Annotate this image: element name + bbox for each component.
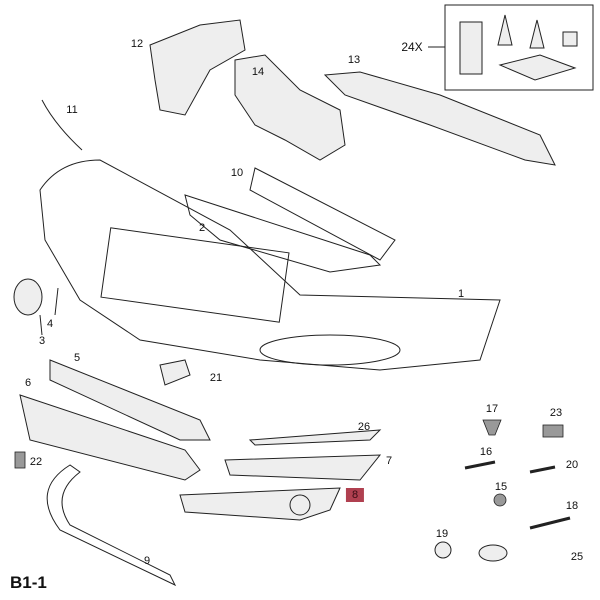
adhesive-bottle bbox=[459, 21, 483, 75]
callout-13: 13 bbox=[347, 54, 361, 66]
part-15-nut bbox=[493, 493, 507, 507]
callout-19: 19 bbox=[435, 528, 449, 540]
callout-6: 6 bbox=[24, 377, 32, 389]
part-21-bracket bbox=[159, 359, 191, 386]
part-9-spoiler bbox=[46, 464, 177, 587]
part-25-clip bbox=[478, 544, 508, 562]
callout-9: 9 bbox=[143, 555, 151, 567]
part-23-nut bbox=[542, 424, 564, 438]
callout-23: 23 bbox=[549, 407, 563, 419]
callout-11: 11 bbox=[66, 104, 78, 116]
callout-16: 16 bbox=[479, 446, 493, 458]
part-22-clip bbox=[14, 451, 26, 469]
callout-12: 12 bbox=[130, 38, 144, 50]
part-7-grille bbox=[224, 454, 382, 481]
part-19-screw bbox=[434, 541, 452, 559]
part-6-grille bbox=[19, 394, 201, 481]
part-13-beam bbox=[323, 71, 556, 166]
callout-3: 3 bbox=[38, 335, 46, 347]
callout-2: 2 bbox=[198, 222, 206, 234]
callout-7: 7 bbox=[385, 455, 393, 467]
bumper-grille-opening bbox=[100, 227, 290, 323]
part-20-screw bbox=[529, 465, 556, 474]
clip-cone bbox=[497, 14, 513, 46]
callout-20: 20 bbox=[565, 459, 579, 471]
part-17-clip bbox=[482, 419, 502, 436]
part-11-strip bbox=[41, 99, 83, 151]
clip-push bbox=[529, 19, 545, 49]
foglight-hole bbox=[289, 494, 311, 516]
clip-nut bbox=[562, 31, 578, 47]
callout-5: 5 bbox=[73, 352, 81, 364]
callout-25: 25 bbox=[570, 551, 584, 563]
part-5-grille bbox=[49, 359, 211, 441]
callout-4: 4 bbox=[46, 318, 54, 330]
part-3-tow-cover bbox=[13, 278, 43, 316]
pad bbox=[498, 54, 577, 81]
bumper-foglight-opening bbox=[259, 334, 401, 366]
callout-1: 1 bbox=[457, 288, 465, 300]
part-18-rivet bbox=[529, 516, 571, 530]
part-8-grille bbox=[179, 487, 341, 521]
part-16-screw bbox=[464, 460, 496, 470]
callout-15: 15 bbox=[494, 481, 508, 493]
callout-8-highlighted[interactable]: 8 bbox=[345, 488, 365, 502]
part-1-bumper bbox=[39, 159, 501, 371]
part-14-bracket bbox=[234, 54, 346, 161]
callout-26: 26 bbox=[357, 421, 371, 433]
part-12-bracket bbox=[149, 19, 246, 116]
part-26-trim bbox=[248, 429, 382, 446]
callout-18: 18 bbox=[565, 500, 579, 512]
callout-17: 17 bbox=[485, 403, 499, 415]
callout-10: 10 bbox=[230, 167, 244, 179]
callout-14: 14 bbox=[251, 66, 265, 78]
callout-22: 22 bbox=[29, 456, 43, 468]
diagram-code: B1-1 bbox=[10, 573, 47, 592]
part-10-mesh bbox=[249, 167, 396, 261]
callout-21: 21 bbox=[209, 372, 223, 384]
part-2-reinforcement bbox=[184, 194, 382, 273]
kit-label: 24X bbox=[401, 40, 423, 54]
